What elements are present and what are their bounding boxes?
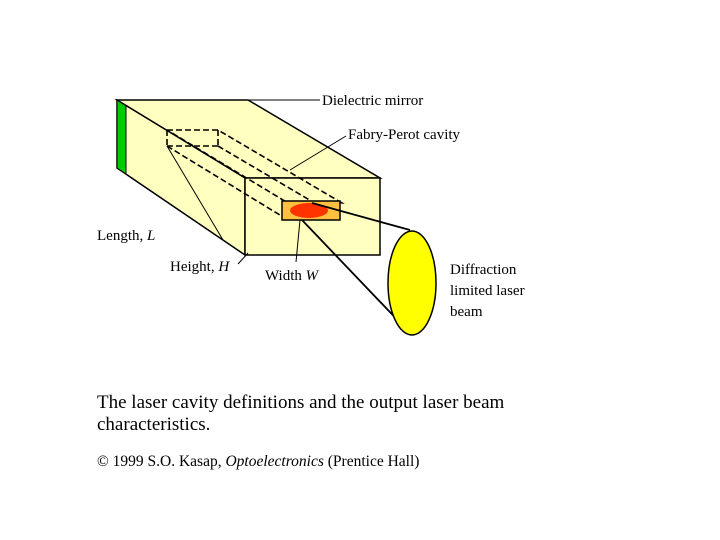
beam-edge-top: [311, 202, 411, 231]
label-width: Width W: [265, 268, 320, 284]
caption-line2: characteristics.: [97, 414, 210, 435]
credit-prefix: © 1999 S.O. Kasap,: [97, 453, 225, 470]
label-beam-line2: limited laser: [450, 283, 525, 299]
label-width-symbol: W: [306, 268, 320, 284]
label-height: Height, H: [170, 259, 230, 275]
label-length: Length, L: [97, 228, 155, 244]
credit: © 1999 S.O. Kasap, Optoelectronics (Pren…: [97, 453, 419, 470]
label-height-text: Height,: [170, 259, 218, 275]
emission-spot: [290, 203, 328, 218]
label-beam-line3: beam: [450, 304, 483, 320]
label-length-text: Length,: [97, 228, 147, 244]
label-beam-line1: Diffraction: [450, 262, 517, 278]
beam-edge-bottom: [301, 219, 409, 332]
credit-book: Optoelectronics: [225, 453, 323, 470]
label-height-symbol: H: [217, 259, 230, 275]
mirror-green-strip: [116, 99, 127, 175]
label-length-symbol: L: [146, 228, 155, 244]
diffraction-limited-beam: [387, 230, 437, 336]
label-fabry-perot-cavity: Fabry-Perot cavity: [348, 127, 461, 143]
credit-suffix: (Prentice Hall): [324, 453, 420, 470]
label-width-text: Width: [265, 268, 306, 284]
caption-line1: The laser cavity definitions and the out…: [97, 392, 505, 413]
caption: The laser cavity definitions and the out…: [97, 392, 509, 435]
label-dielectric-mirror: Dielectric mirror: [322, 93, 423, 109]
leader-lines: [166, 99, 347, 265]
label-beam: Diffraction limited laser beam: [450, 262, 528, 320]
